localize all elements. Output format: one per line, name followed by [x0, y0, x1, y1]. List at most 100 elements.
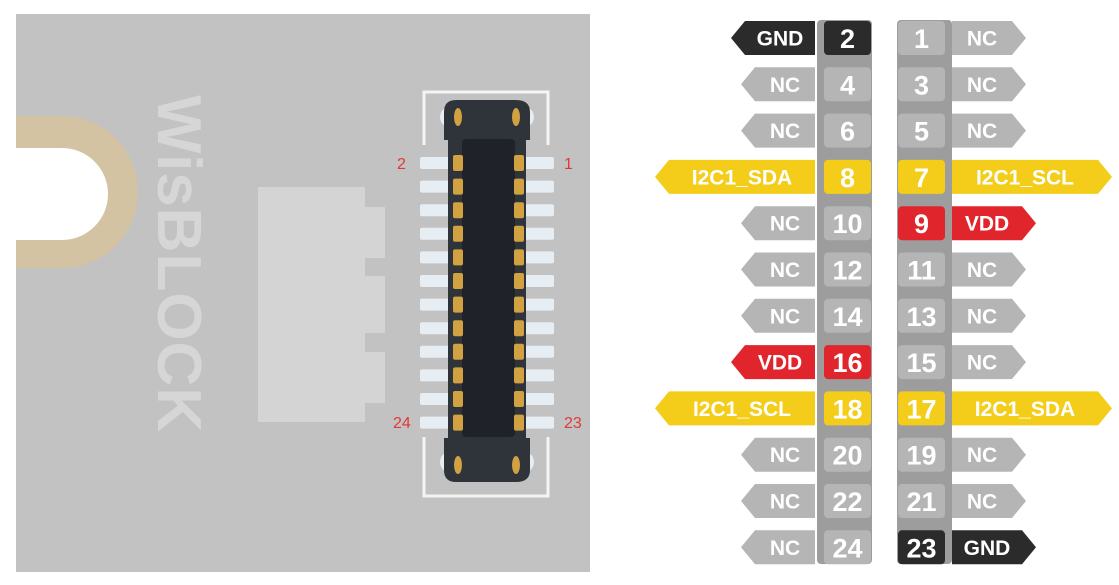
connector-label-pin24: 24: [393, 415, 411, 432]
pad-right: [514, 367, 524, 384]
pin-number-box: [898, 391, 945, 426]
pad-left: [453, 391, 463, 407]
pad-right: [514, 296, 524, 313]
pin-number: 17: [906, 394, 936, 424]
pin-function-label: NC: [967, 74, 997, 97]
trace-left: [420, 369, 450, 382]
pin-function-label: NC: [770, 537, 800, 560]
pin-number-box: [824, 67, 871, 102]
trace-right: [524, 345, 554, 358]
pin-label-tag: [655, 391, 815, 426]
pin-label-tag: [952, 159, 1112, 194]
connector-label-pin23: 23: [564, 415, 582, 432]
trace-right: [524, 298, 554, 311]
trace-right: [524, 227, 554, 240]
pin-function-label: NC: [770, 444, 800, 467]
mounting-hole-cutout: [16, 148, 108, 240]
pin-number-box: [824, 391, 871, 426]
pin-number-box: [824, 298, 871, 333]
pin-function-label: NC: [770, 74, 800, 97]
pin-function-label: NC: [770, 491, 800, 514]
trace-left: [420, 180, 450, 193]
pin-3: 3 NC: [898, 67, 1026, 102]
pin-label-tag: [952, 391, 1112, 426]
pin-number-box: [824, 113, 871, 148]
brand-label: WisBLOCK: [144, 95, 213, 433]
pin-number-box: [898, 21, 945, 55]
pin-number-box: [898, 206, 945, 241]
pin-function-label: NC: [967, 491, 997, 514]
pin-function-label: VDD: [758, 352, 802, 375]
pin-label-tag: [952, 345, 1026, 380]
pin-number: 4: [840, 70, 855, 100]
pad-right: [514, 249, 524, 266]
trace-left: [420, 416, 450, 429]
pad-left: [453, 155, 463, 171]
pin-label-tag: [952, 252, 1026, 287]
trace-left: [420, 227, 450, 240]
pin-number-box: [824, 484, 871, 518]
pin-number: 12: [832, 256, 862, 286]
pin-strip-even: [817, 20, 872, 564]
pad-left: [453, 414, 463, 431]
trace-left: [420, 251, 450, 264]
pin-number: 19: [906, 441, 936, 471]
pin-number-box: [824, 437, 871, 472]
pin-number: 3: [914, 70, 929, 100]
silkscreen-block: [258, 187, 385, 422]
pin-label-tag: [952, 530, 1036, 565]
pin-function-label: I2C1_SCL: [976, 166, 1074, 189]
pin-number: 8: [840, 163, 855, 193]
pin-number: 20: [832, 441, 862, 471]
pin-15: 15 NC: [898, 345, 1026, 380]
pad-right: [514, 320, 524, 337]
pin-function-label: NC: [967, 352, 997, 375]
pad-right: [514, 343, 524, 360]
trace-right: [524, 322, 554, 335]
connector-label-pin2: 2: [397, 156, 406, 173]
pin-number-box: [824, 252, 871, 287]
pad-left: [453, 202, 463, 219]
pad-right: [514, 391, 524, 407]
trace-left: [420, 157, 450, 169]
connector-body: [440, 100, 534, 482]
pin-function-label: VDD: [965, 213, 1009, 236]
pin-label-tag: [741, 484, 815, 518]
pin-4: 4 NC: [741, 67, 871, 102]
pin-number-box: [898, 113, 945, 148]
pin-function-label: NC: [967, 259, 997, 282]
pins-even-column: 2GND4NC6NC8I2C1_SDA10NC12NC14NC16VDD18I2…: [655, 21, 871, 565]
pin-6: 6NC: [741, 113, 871, 148]
pin-label-tag: [952, 437, 1026, 472]
pad-right: [514, 155, 524, 171]
trace-right: [524, 393, 554, 405]
pin-number-box: [898, 252, 945, 287]
pin-number: 7: [914, 163, 929, 193]
pad-right: [514, 178, 524, 195]
pin-number: 21: [906, 487, 936, 517]
trace-right: [524, 157, 554, 169]
pin-label-tag: [655, 159, 815, 194]
pin-function-label: NC: [967, 305, 997, 328]
connector-traces: [420, 157, 554, 429]
pad-left: [453, 343, 463, 360]
pad-left: [453, 296, 463, 313]
trace-left: [420, 322, 450, 335]
pin-strip-odd: [897, 20, 952, 564]
pin-number: 15: [906, 348, 936, 378]
trace-left: [420, 298, 450, 311]
pad-right: [514, 202, 524, 219]
pin-number: 22: [832, 487, 862, 517]
